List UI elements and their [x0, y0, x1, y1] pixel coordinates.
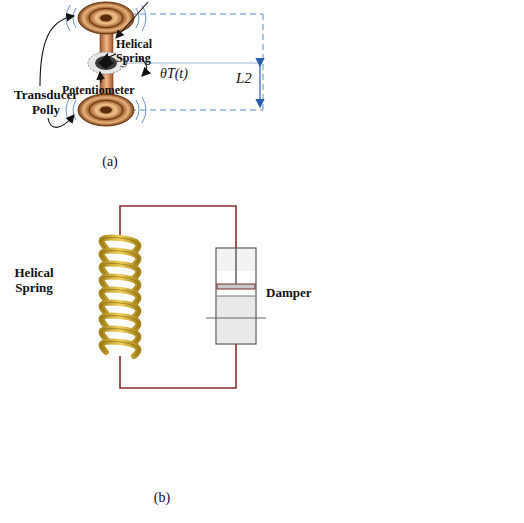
dimension-label: L2 — [236, 70, 260, 87]
coil-turn — [102, 341, 139, 356]
part-label: Potentiometer — [62, 84, 152, 98]
helical-spring — [102, 237, 139, 356]
part-label: Damper — [266, 286, 326, 301]
coil-edge — [102, 341, 139, 356]
subfigure-label: (a) — [90, 154, 130, 170]
angle-label: θT(t) — [160, 66, 210, 82]
dimension-arrow — [259, 66, 260, 107]
part-label: Helical Spring — [116, 38, 166, 66]
part-label: Helical Spring — [6, 266, 62, 296]
subfigure-label: (b) — [142, 490, 182, 506]
damper — [206, 248, 266, 344]
